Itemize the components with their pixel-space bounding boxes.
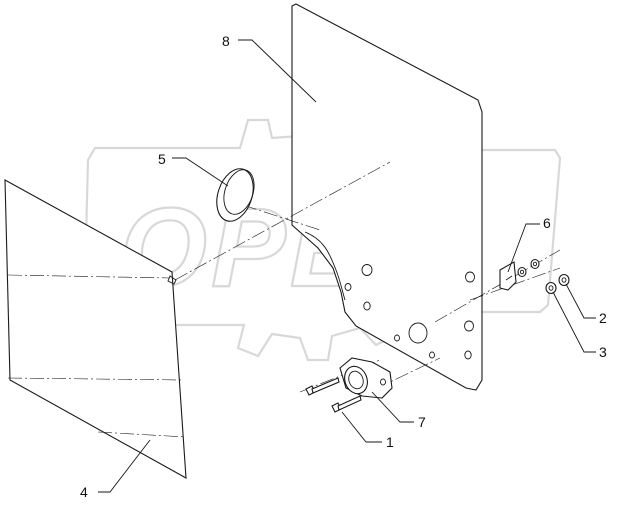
callout-8: 8 [222, 33, 230, 49]
callout-labels: 8 5 4 6 2 3 7 1 [80, 33, 607, 500]
callout-3: 3 [599, 344, 607, 360]
callout-4: 4 [80, 484, 88, 500]
callout-7: 7 [418, 414, 426, 430]
part-6-bracket [499, 261, 517, 291]
callout-6: 6 [543, 215, 551, 231]
callout-5: 5 [158, 151, 166, 167]
part-5-round-cover [216, 168, 255, 222]
part-7-bearing-housing [339, 357, 393, 399]
part-2-3-washers [517, 258, 570, 295]
part-4-rear-panel [4, 179, 187, 479]
callout-1: 1 [386, 434, 394, 450]
part-1-bolts [305, 377, 362, 413]
part-8-main-plate [291, 3, 483, 391]
leader-lines [98, 39, 596, 493]
callout-2: 2 [599, 310, 607, 326]
